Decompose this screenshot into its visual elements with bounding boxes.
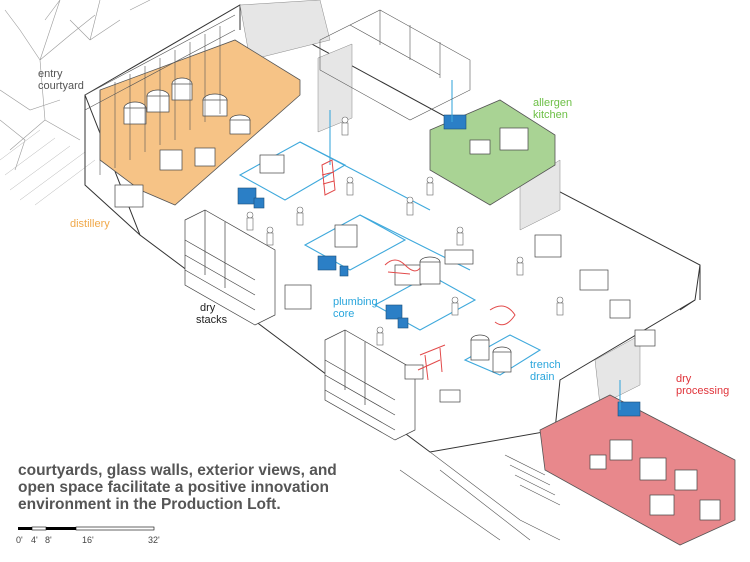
- caption: courtyards, glass walls, exterior views,…: [18, 462, 337, 513]
- people: [246, 116, 564, 346]
- courtyard-plant-hatch: [0, 129, 96, 206]
- upper-rooms: [319, 9, 471, 121]
- loft-equipment: [259, 154, 656, 403]
- scale-bar: [18, 526, 155, 531]
- glass-wall: [84, 14, 236, 175]
- dry-processing-zone: [539, 394, 736, 546]
- scale-tick-4: 4': [31, 535, 38, 545]
- blue-equipment: [237, 187, 409, 329]
- stone-wall: [239, 0, 641, 406]
- dry-stacks-shelving: [184, 209, 416, 441]
- courtyard-trees: [0, 0, 151, 171]
- label-distillery: distillery: [70, 218, 110, 230]
- scale-tick-32: 32': [148, 535, 160, 545]
- red-equipment: [321, 159, 516, 381]
- distillery-zone: [99, 39, 301, 208]
- allergen-kitchen-zone: [429, 99, 556, 206]
- exterior-ramp: [399, 451, 561, 541]
- scale-tick-8: 8': [45, 535, 52, 545]
- scale-tick-16: 16': [82, 535, 94, 545]
- scale-tick-0: 0': [16, 535, 23, 545]
